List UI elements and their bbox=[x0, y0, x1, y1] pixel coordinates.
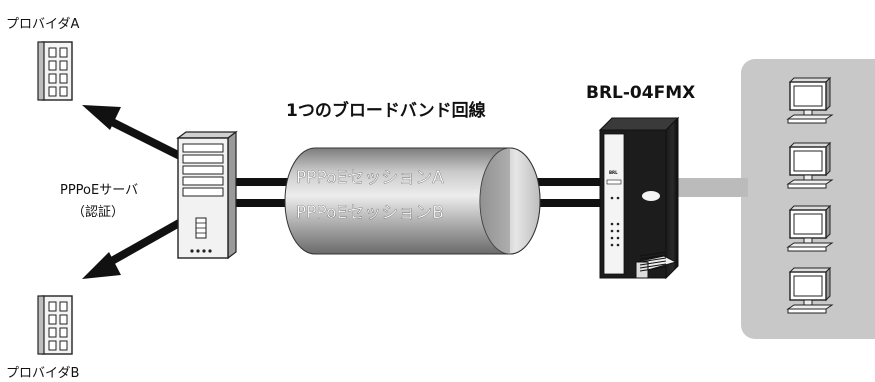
session-b-label: PPPoEセッションB bbox=[296, 203, 444, 223]
arrow-to-provider-b bbox=[82, 214, 190, 279]
lan-link bbox=[668, 178, 748, 197]
router-model-label: BRL-04FMX bbox=[586, 83, 695, 103]
line-title: 1つのブロードバンド回線 bbox=[286, 100, 486, 121]
provider-a-building-icon bbox=[37, 41, 73, 101]
client-pcs bbox=[786, 76, 834, 314]
server-label-line1: PPPoEサーバ bbox=[60, 183, 138, 198]
router-logo-icon bbox=[642, 191, 660, 201]
router-stand-icon bbox=[634, 251, 678, 279]
client-pc-icon bbox=[786, 76, 834, 124]
arrow-to-provider-a bbox=[82, 105, 190, 164]
router-icon bbox=[598, 116, 680, 280]
provider-a-label: プロバイダA bbox=[6, 17, 79, 32]
session-a-label: PPPoEセッションA bbox=[296, 168, 444, 188]
broadband-line-tube bbox=[284, 147, 541, 255]
pppoe-server-icon bbox=[176, 130, 238, 260]
provider-b-building-icon bbox=[37, 295, 73, 355]
provider-b-label: プロバイダB bbox=[6, 366, 79, 381]
router-badge-label: BRL bbox=[609, 170, 618, 175]
client-pc-icon bbox=[786, 204, 834, 252]
lan-panel bbox=[741, 59, 875, 339]
client-pc-icon bbox=[786, 266, 834, 314]
client-pc-icon bbox=[786, 141, 834, 189]
server-label-line2: （認証） bbox=[72, 204, 124, 220]
